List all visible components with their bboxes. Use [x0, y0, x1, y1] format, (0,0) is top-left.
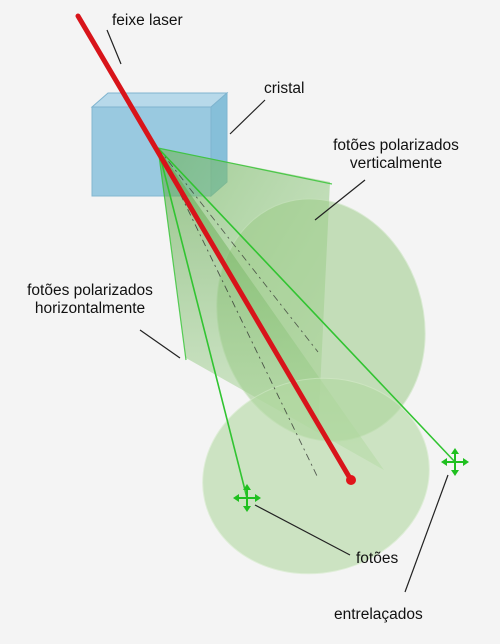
- entangled-label: entrelaçados: [334, 606, 423, 623]
- horizontal-photon-cone: [158, 148, 430, 575]
- vertical-photons-label-line1: fotões polarizados: [333, 137, 459, 154]
- cone-axis-guides: [157, 147, 319, 479]
- double-arrow-cross-icon: [233, 484, 261, 512]
- laser-beam-label: feixe laser: [112, 12, 183, 29]
- crystal-label: cristal: [264, 80, 305, 97]
- photons-label: fotões: [356, 550, 399, 567]
- vertical-photons-label-line2: verticalmente: [349, 155, 443, 172]
- label-leader-lines: [106, 29, 449, 593]
- vertical-photons-label: fotões polarizados verticalmente: [306, 137, 486, 173]
- photon-paths: [157, 147, 456, 499]
- horizontal-photons-label: fotões polarizados horizontalmente: [0, 282, 180, 318]
- horizontal-photons-label-line1: fotões polarizados: [27, 282, 153, 299]
- laser-beam: [75, 13, 356, 485]
- double-arrow-cross-icon: [441, 448, 469, 476]
- horizontal-photons-label-line2: horizontalmente: [34, 300, 146, 317]
